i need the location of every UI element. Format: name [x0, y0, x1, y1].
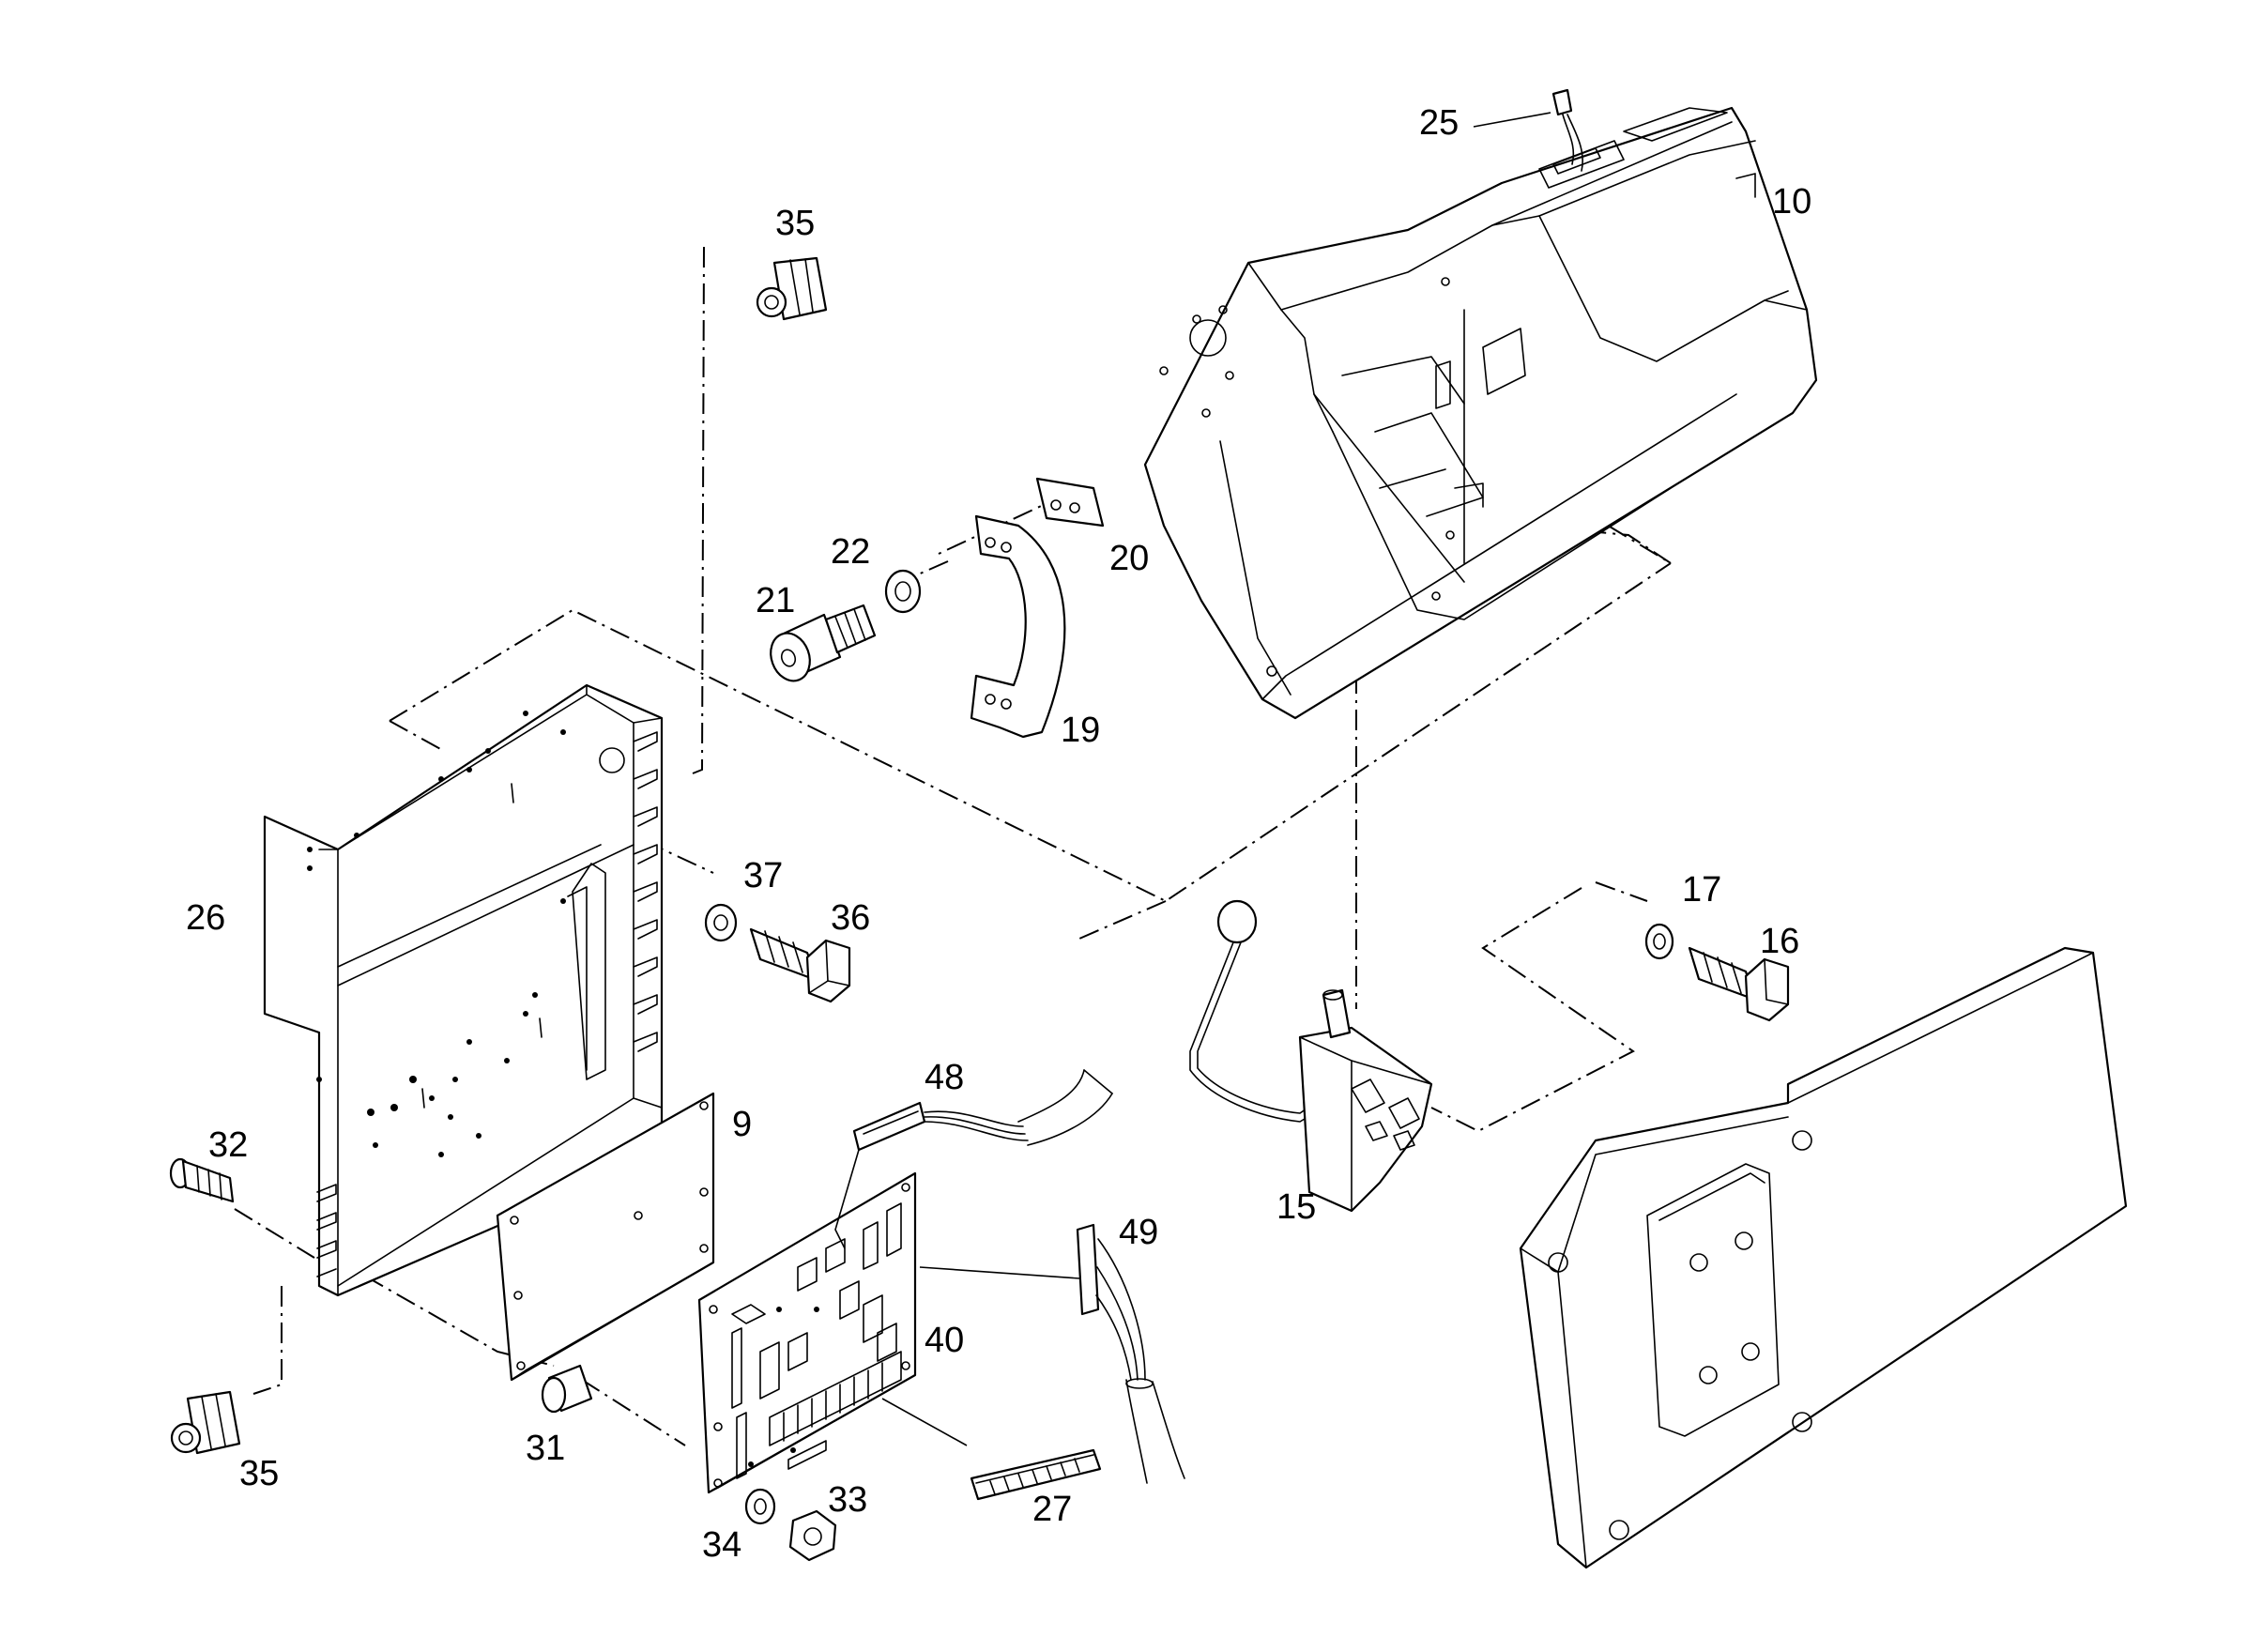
- washer-part-17: [1644, 923, 1674, 960]
- plate-part-9: [496, 1092, 715, 1382]
- bolt-part-36: [749, 927, 851, 1003]
- grommet-part-35-top: [756, 256, 828, 321]
- callout-20: 20: [1109, 539, 1149, 578]
- spacer-part-31: [541, 1364, 593, 1414]
- washer-part-22: [884, 569, 922, 614]
- callout-31: 31: [526, 1429, 565, 1468]
- plate-part-20: [1035, 477, 1105, 528]
- cable-part-49: [1076, 1223, 1185, 1484]
- callout-35-top: 35: [775, 204, 815, 243]
- washer-part-34: [744, 1488, 776, 1525]
- housing-part-10: [1143, 106, 1818, 720]
- callout-16: 16: [1760, 922, 1799, 961]
- handle-part-19: [970, 514, 1066, 739]
- screw-part-21: [770, 604, 877, 682]
- callout-21: 21: [756, 581, 795, 620]
- washer-part-37: [704, 903, 738, 942]
- callout-49: 49: [1119, 1213, 1158, 1252]
- nut-part-33: [788, 1509, 837, 1562]
- bolt-part-16: [1688, 946, 1790, 1022]
- bracket-part-26: [263, 683, 664, 1297]
- cable-part-48: [852, 1069, 1113, 1152]
- callout-9: 9: [732, 1105, 752, 1144]
- callout-10: 10: [1772, 182, 1811, 222]
- callout-36: 36: [831, 898, 870, 938]
- callout-15: 15: [1276, 1187, 1316, 1227]
- terminal-strip-part-27: [970, 1448, 1102, 1501]
- callout-27: 27: [1032, 1490, 1072, 1529]
- grommet-part-35-bottom: [170, 1390, 241, 1455]
- callout-26: 26: [186, 898, 225, 938]
- stud-part-32: [169, 1157, 235, 1203]
- sensor-part-25: [1551, 88, 1583, 172]
- callout-35-bottom: 35: [239, 1454, 279, 1493]
- circuit-board-part-40: [697, 1171, 917, 1494]
- callout-48: 48: [925, 1058, 964, 1097]
- leader-lines: [834, 112, 1551, 1446]
- callout-labels: 10 25 35 22 21 20 19 26 37 36 17 16 9 48…: [186, 103, 1811, 1565]
- callout-32: 32: [208, 1125, 248, 1165]
- callout-37: 37: [743, 856, 783, 895]
- cover-plate: [1519, 946, 2128, 1569]
- callout-22: 22: [831, 532, 870, 572]
- callout-40: 40: [925, 1321, 964, 1360]
- callout-33: 33: [828, 1480, 867, 1520]
- callout-25: 25: [1419, 103, 1459, 143]
- callout-17: 17: [1682, 870, 1721, 910]
- callout-34: 34: [702, 1525, 741, 1565]
- callout-19: 19: [1061, 711, 1100, 750]
- switch-part-15: [1189, 899, 1433, 1213]
